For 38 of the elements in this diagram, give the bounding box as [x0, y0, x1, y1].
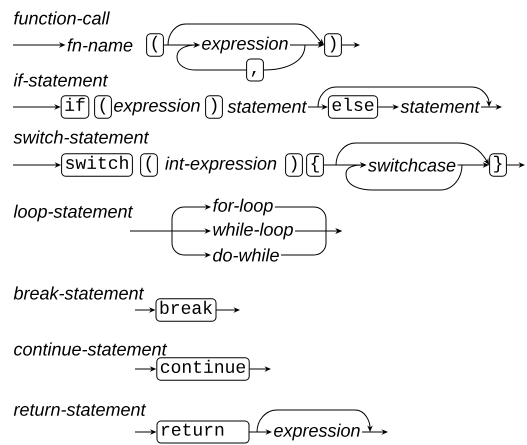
syntax-term: expression: [114, 98, 200, 116]
syntax-term: expression: [274, 424, 360, 440]
rule-name: continue-statement: [14, 342, 168, 356]
keyword-box: }: [489, 153, 507, 177]
keyword-box: ): [285, 153, 303, 177]
keyword-box: ): [205, 95, 223, 119]
syntax-term: int-expression: [165, 156, 276, 174]
syntax-term: statement: [400, 101, 480, 113]
arrow: [249, 410, 373, 432]
keyword-box: return: [156, 420, 250, 444]
keyword-box: continue: [156, 357, 250, 381]
rule-name: return-statement: [14, 404, 146, 416]
rule-name: if-statement: [14, 73, 108, 87]
syntax-term: for-loop: [213, 198, 273, 216]
rule-name: loop-statement: [14, 204, 134, 222]
syntax-term: do-while: [213, 248, 279, 262]
syntax-term: statement: [228, 101, 308, 113]
keyword-box: ): [324, 33, 342, 57]
syntax-term: fn-name: [68, 38, 132, 52]
keyword-box: else: [328, 95, 378, 119]
keyword-box: break: [156, 298, 216, 322]
keyword-box: if: [60, 95, 90, 119]
rule-name: function-call: [14, 11, 110, 25]
connector-line: [263, 44, 306, 70]
arrow: [346, 162, 462, 190]
rule-name: break-statement: [14, 286, 144, 300]
keyword-box: (: [146, 33, 164, 57]
rule-name: switch-statement: [14, 130, 150, 144]
keyword-box: switch: [61, 153, 133, 177]
keyword-box: (: [94, 95, 112, 119]
syntax-term: switchcase: [368, 158, 456, 172]
syntax-term: expression: [202, 36, 288, 54]
syntax-term: while-loop: [213, 222, 293, 240]
arrow: [308, 86, 492, 108]
arrow: [176, 42, 247, 70]
keyword-box: {: [306, 153, 324, 177]
keyword-box: (: [140, 153, 158, 177]
keyword-box: ,: [246, 58, 264, 82]
